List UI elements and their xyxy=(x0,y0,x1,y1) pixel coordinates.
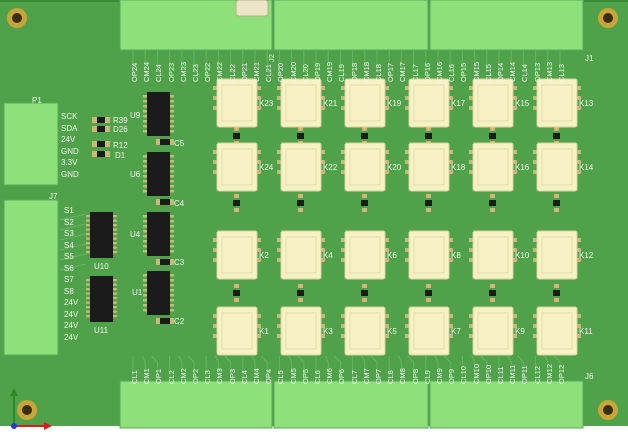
trace-layer xyxy=(59,50,567,380)
smd-cluster xyxy=(489,284,496,302)
relay-k1 xyxy=(213,306,261,356)
relay-k18 xyxy=(405,142,453,192)
connector-j6-left-block xyxy=(119,380,273,429)
smd-part xyxy=(92,126,110,132)
small-parts-layer xyxy=(92,117,110,157)
smd-part xyxy=(92,117,110,123)
relay-k12 xyxy=(533,230,581,280)
relay-k8 xyxy=(405,230,453,280)
relay-k16 xyxy=(469,142,517,192)
smd-cluster xyxy=(233,127,240,145)
relay-layer xyxy=(213,78,581,356)
connector-j7-block xyxy=(3,199,59,356)
relay-k15 xyxy=(469,78,517,128)
smd-cluster xyxy=(425,194,432,212)
relay-k5 xyxy=(341,306,389,356)
mounting-hole-bottom-right xyxy=(598,400,618,420)
smd-cluster xyxy=(361,194,368,212)
relay-k13 xyxy=(533,78,581,128)
driver-chip xyxy=(143,212,174,265)
smd-cluster xyxy=(361,127,368,145)
smd-cluster xyxy=(553,194,560,212)
relay-k6 xyxy=(341,230,389,280)
connector-latch xyxy=(235,0,269,17)
relay-k20 xyxy=(341,142,389,192)
smd-cluster xyxy=(297,194,304,212)
logic-chip xyxy=(86,212,117,258)
smd-cluster xyxy=(553,284,560,302)
smd-part xyxy=(92,141,110,147)
smd-cluster xyxy=(297,284,304,302)
smd-cluster xyxy=(233,284,240,302)
smd-cluster xyxy=(425,284,432,302)
relay-k11 xyxy=(533,306,581,356)
board-edge-bottom xyxy=(0,426,628,435)
driver-chip xyxy=(143,152,174,205)
relay-k10 xyxy=(469,230,517,280)
relay-k3 xyxy=(277,306,325,356)
connector-j1-middle-block xyxy=(273,0,429,51)
driver-chip xyxy=(143,271,174,324)
smd-cluster xyxy=(297,127,304,145)
connector-j6-block xyxy=(429,380,584,429)
smd-cluster xyxy=(553,127,560,145)
smd-cluster xyxy=(489,194,496,212)
relay-k23 xyxy=(213,78,261,128)
smd-part xyxy=(92,151,110,157)
relay-k4 xyxy=(277,230,325,280)
relay-k2 xyxy=(213,230,261,280)
driver-chip xyxy=(143,92,174,145)
connector-p1-block xyxy=(3,102,59,186)
relay-k21 xyxy=(277,78,325,128)
relay-k7 xyxy=(405,306,453,356)
logic-chip xyxy=(86,276,117,322)
smd-cluster xyxy=(361,284,368,302)
relay-k17 xyxy=(405,78,453,128)
smd-cluster xyxy=(233,194,240,212)
relay-k14 xyxy=(533,142,581,192)
smd-cluster xyxy=(425,127,432,145)
mounting-hole-top-left xyxy=(7,8,27,28)
mounting-hole-bottom-left xyxy=(17,400,37,420)
relay-k19 xyxy=(341,78,389,128)
chip-layer xyxy=(86,92,174,324)
connector-top-row xyxy=(119,0,584,51)
axis-gizmo xyxy=(10,388,52,430)
relay-k24 xyxy=(213,142,261,192)
relay-k9 xyxy=(469,306,517,356)
connector-bottom-row xyxy=(119,380,584,429)
mounting-hole-top-right xyxy=(598,8,618,28)
connector-j6-middle-block xyxy=(273,380,429,429)
connector-j1-block xyxy=(429,0,584,51)
relay-k22 xyxy=(277,142,325,192)
smd-cluster xyxy=(489,127,496,145)
